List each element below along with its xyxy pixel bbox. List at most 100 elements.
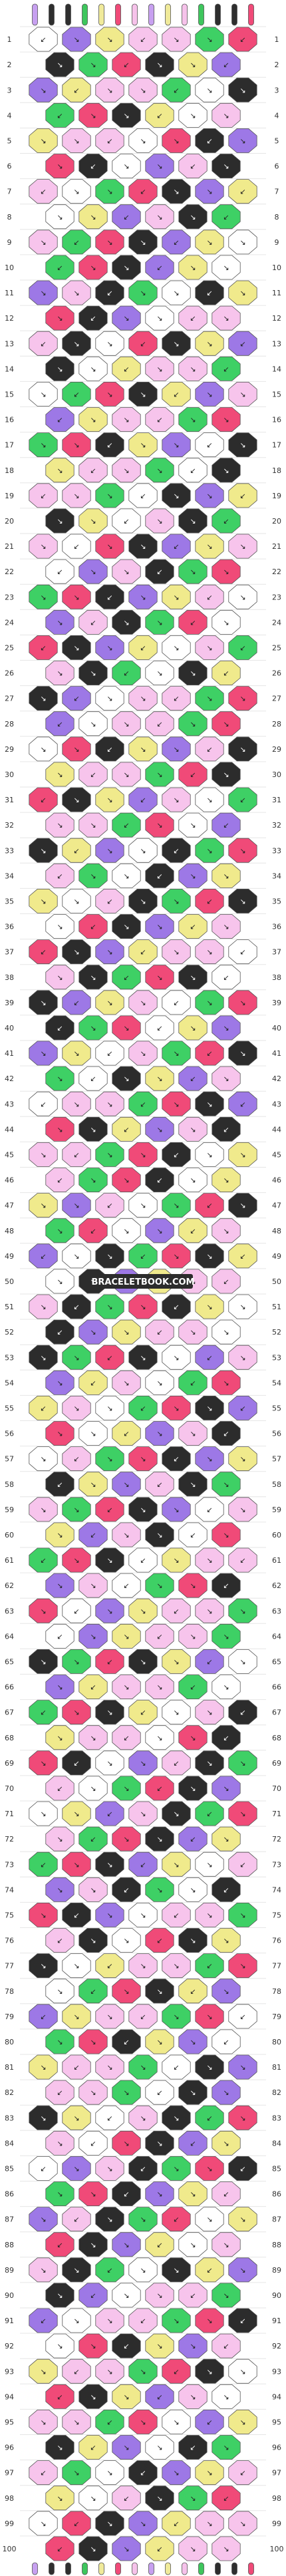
knot: [45, 2333, 74, 2358]
knot: [162, 1193, 191, 1218]
knot: [228, 1193, 257, 1218]
knot: [78, 52, 108, 77]
row-number-left: 86: [5, 2190, 14, 2199]
row-number-left: 15: [5, 390, 14, 399]
knot-arrow-icon: ↘: [40, 695, 46, 703]
row-number-left: 34: [5, 872, 14, 880]
knot: [145, 204, 174, 230]
knot-arrow-icon: ↘: [106, 542, 112, 551]
knot-arrow-icon: ↙: [156, 567, 162, 576]
thread-bottom: [132, 2562, 138, 2575]
knot: [45, 2536, 74, 2561]
knot: [178, 2080, 208, 2105]
knot: [95, 2207, 124, 2232]
row-number-right: 37: [272, 948, 281, 957]
knot-arrow-icon: ↘: [106, 695, 112, 703]
knot-arrow-icon: ↙: [223, 2342, 229, 2350]
knot-arrow-icon: ↘: [190, 1581, 196, 1590]
row-number-right: 1: [275, 35, 279, 44]
knot: [145, 508, 174, 534]
knot: [162, 382, 191, 406]
knot-arrow-icon: ↙: [173, 1759, 179, 1768]
knot: [29, 230, 58, 255]
knot: [45, 609, 74, 635]
knot-arrow-icon: ↘: [123, 2545, 129, 2553]
knot: [29, 2105, 58, 2130]
knot: [228, 1294, 257, 1319]
knot: [62, 2004, 91, 2029]
knot: [178, 1319, 208, 1345]
knot: [145, 2333, 174, 2358]
knot: [212, 255, 241, 280]
knot: [62, 990, 91, 1015]
knot-arrow-icon: ↙: [206, 897, 212, 905]
thread-top: [182, 3, 188, 26]
knot: [212, 1421, 241, 1446]
thread-top: [115, 3, 121, 26]
knot-arrow-icon: ↙: [57, 1328, 63, 1337]
knot-arrow-icon: ↘: [57, 1074, 63, 1083]
row-number-left: 31: [5, 796, 14, 804]
knot: [95, 1243, 124, 1269]
knot: [145, 1319, 174, 1345]
knot: [78, 1319, 108, 1345]
knot: [112, 2435, 141, 2460]
knot-arrow-icon: ↙: [156, 2241, 162, 2249]
knot-arrow-icon: ↙: [90, 2444, 96, 2452]
knot: [195, 128, 224, 153]
knot-arrow-icon: ↘: [140, 2519, 146, 2528]
row-number-right: 70: [272, 1784, 281, 1793]
knot: [62, 1091, 91, 1116]
knot: [62, 1193, 91, 1218]
knot-arrow-icon: ↙: [156, 2088, 162, 2097]
knot-arrow-icon: ↘: [57, 1734, 63, 1742]
knot-arrow-icon: ↙: [106, 745, 112, 754]
knot-arrow-icon: ↘: [239, 238, 245, 247]
knot: [162, 635, 191, 660]
knot: [212, 1472, 241, 1497]
knot: [95, 2054, 124, 2080]
knot: [195, 1700, 224, 1725]
knot: [62, 838, 91, 863]
knot: [128, 1953, 158, 1979]
knot: [212, 559, 241, 584]
knot-arrow-icon: ↘: [90, 1885, 96, 1894]
knot: [62, 2257, 91, 2283]
row-number-left: 7: [7, 188, 12, 196]
knot-arrow-icon: ↘: [40, 999, 46, 1007]
knot: [62, 736, 91, 762]
thread-bottom: [215, 2562, 221, 2575]
row-number-right: 34: [272, 872, 281, 880]
row-number-right: 91: [272, 2317, 281, 2325]
row-number-right: 45: [272, 1150, 281, 1159]
knot-arrow-icon: ↘: [223, 2545, 229, 2553]
row-number-left: 27: [5, 695, 14, 703]
knot-arrow-icon: ↘: [190, 2392, 196, 2401]
knot-arrow-icon: ↙: [173, 86, 179, 94]
knot: [128, 2460, 158, 2486]
knot-arrow-icon: ↘: [173, 593, 179, 601]
knot-arrow-icon: ↘: [173, 1506, 179, 1514]
knot-arrow-icon: ↘: [239, 846, 245, 855]
knot: [112, 1168, 141, 1192]
knot: [228, 1649, 257, 1674]
knot: [212, 2029, 241, 2054]
knot: [78, 1472, 108, 1497]
row-number-right: 90: [272, 2291, 281, 2300]
knot: [95, 1649, 124, 1674]
knot-arrow-icon: ↘: [40, 238, 46, 247]
knot: [95, 1142, 124, 1167]
knot-arrow-icon: ↘: [206, 948, 212, 957]
knot-arrow-icon: ↘: [239, 1353, 245, 1362]
knot-arrow-icon: ↙: [190, 1683, 196, 1692]
knot: [62, 889, 91, 913]
knot: [178, 255, 208, 280]
row-number-left: 21: [5, 542, 14, 551]
knot: [95, 1953, 124, 1979]
row-number-right: 49: [272, 1252, 281, 1261]
knot: [29, 1041, 58, 1066]
knot: [29, 1294, 58, 1319]
knot: [78, 2486, 108, 2511]
knot: [112, 1522, 141, 1547]
knot-arrow-icon: ↙: [206, 2418, 212, 2426]
